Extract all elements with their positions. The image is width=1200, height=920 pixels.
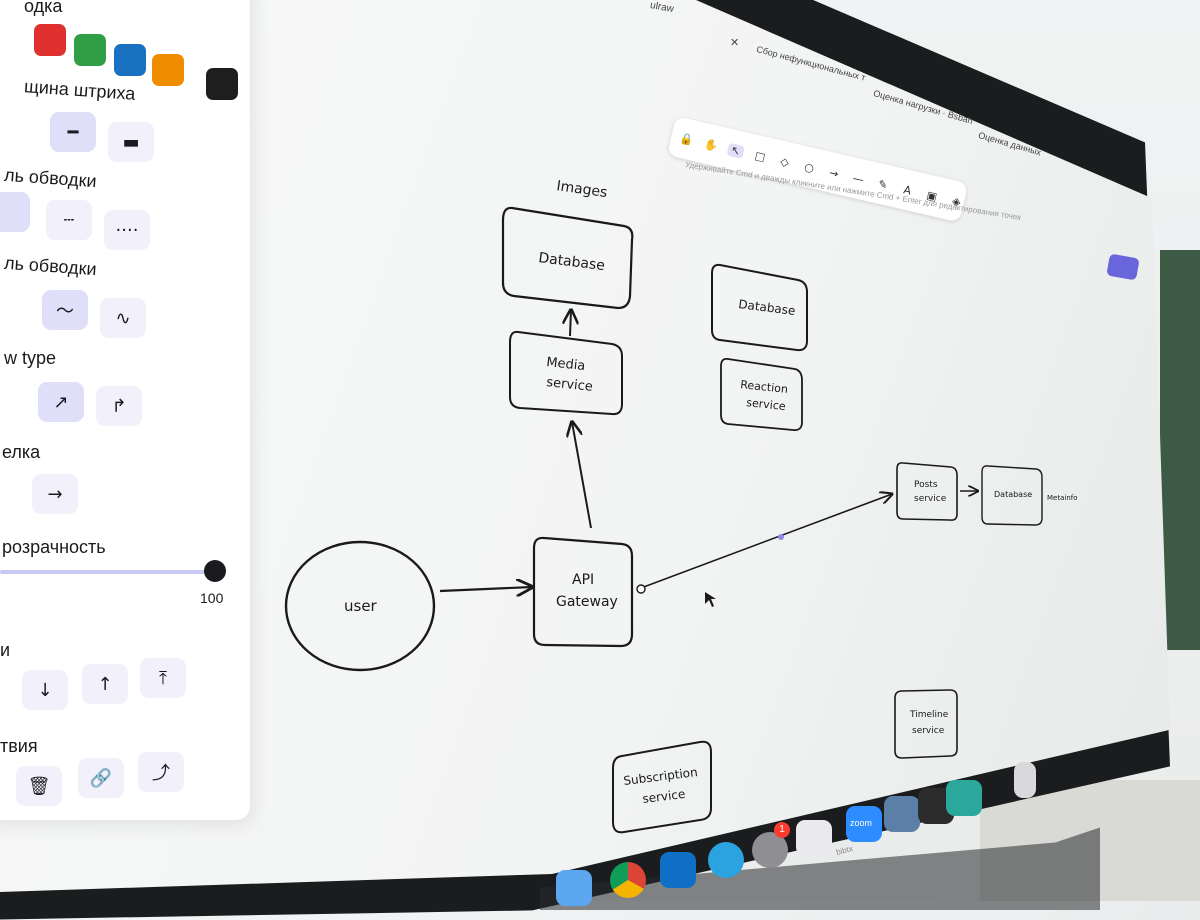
database-posts-text: Database [994,490,1032,499]
bring-to-front-button[interactable]: ⤒ [140,658,186,698]
zoom-label: zoom [850,818,873,828]
subscription-service-line2: service [642,787,686,806]
telegram-icon[interactable] [708,842,744,878]
arrow-user-to-gateway[interactable] [439,587,532,591]
phone-mirror-icon[interactable] [796,820,832,856]
tab-close-icon[interactable]: ✕ [730,37,740,49]
finder-icon[interactable] [556,870,592,906]
keychain-icon[interactable] [946,780,982,816]
curve-edit-button[interactable]: ⤴ [138,752,184,792]
sloppiness-cartoonist[interactable]: ∿ [100,298,146,338]
actions-title: твия [0,736,38,756]
diagram-canvas[interactable]: Images Database Media service Database R… [0,0,1200,901]
user-ellipse[interactable]: user [284,540,436,672]
chrome-icon[interactable] [610,862,646,898]
color-swatch-black[interactable] [206,68,238,100]
settings-icon[interactable] [752,832,788,868]
link-button[interactable]: 🔗 [78,758,124,798]
reaction-service-line2: service [746,396,787,413]
subscription-service-box[interactable]: Subscription service [612,740,712,834]
stroke-width-medium[interactable]: ━ [50,112,96,152]
media-service-line1: Media [546,355,586,374]
timeline-service-box[interactable]: Timeline service [894,689,958,759]
color-swatch-green[interactable] [74,34,106,66]
zoom-icon[interactable] [846,806,882,842]
api-gateway-line2: Gateway [556,594,618,610]
arrow-type-curved[interactable]: ↗ [38,382,84,422]
bring-forward-button[interactable]: ↑ [82,664,128,704]
reaction-service-line1: Reaction [740,378,789,396]
settings-badge: 1 [774,822,790,838]
delete-button[interactable]: 🗑 [16,766,62,806]
database-images-text: Database [538,250,606,274]
metainfo-label: Metainfo [1047,494,1078,502]
opacity-title: розрачность [2,537,106,557]
timeline-service-line2: service [912,726,945,736]
color-swatch-orange[interactable] [152,54,184,86]
api-gateway-line1: API [572,572,594,588]
database-reactions-text: Database [738,297,797,318]
stroke-style-solid[interactable] [0,192,30,232]
stroke-title: одка [24,0,63,16]
arrowhead-end[interactable]: → [32,474,78,514]
arrow-type-elbow[interactable]: ↱ [96,386,142,426]
posts-service-line1: Posts [914,480,938,490]
arrow-type-title: w type [4,348,57,368]
database-reactions-box[interactable]: Database [711,263,808,352]
reaction-service-box[interactable]: Reaction service [720,357,803,431]
arrowheads-title: елка [2,442,41,462]
stroke-style-dashed[interactable]: ┄ [46,200,92,240]
database-images-box[interactable]: Database [501,206,634,310]
arrow-media-to-db[interactable] [570,310,571,337]
vscode-icon[interactable] [660,852,696,888]
browser-tabstrip: ulraw ✕ Сбор нефункциональных т Оценка н… [620,0,1200,157]
user-text: user [344,597,378,615]
timeline-service-line1: Timeline [909,710,949,720]
stroke-width-bold[interactable]: ▬ [108,122,154,162]
arrow-gateway-to-posts[interactable] [640,494,892,589]
arrow-gateway-to-media[interactable] [572,422,592,529]
api-gateway-box[interactable]: API Gateway [532,536,634,648]
mouse-cursor-icon [705,592,716,607]
preview-icon[interactable] [884,796,920,832]
sloppiness-artist[interactable]: 〜 [42,290,88,330]
stroke-style-dotted[interactable]: ···· [104,210,150,250]
send-backward-button[interactable]: ↓ [22,670,68,710]
opacity-slider-track[interactable] [0,570,210,574]
layers-title: и [0,640,11,660]
database-posts-box[interactable]: Database [981,465,1043,526]
media-service-line2: service [546,375,594,395]
opacity-slider-knob[interactable] [204,560,226,582]
trash-icon[interactable] [1014,762,1036,798]
opacity-value: 100 [200,590,224,606]
subscription-service-line1: Subscription [623,765,699,788]
posts-service-line2: service [914,494,947,504]
posts-service-box[interactable]: Posts service [896,462,958,521]
color-swatch-blue[interactable] [114,44,146,76]
green-board [1160,250,1200,650]
images-label: Images [555,178,608,201]
media-service-box[interactable]: Media service [509,330,623,416]
arrow-start-handle[interactable] [636,584,646,594]
arrow-midpoint-handle[interactable] [778,534,784,540]
color-swatch-red[interactable] [34,24,66,56]
